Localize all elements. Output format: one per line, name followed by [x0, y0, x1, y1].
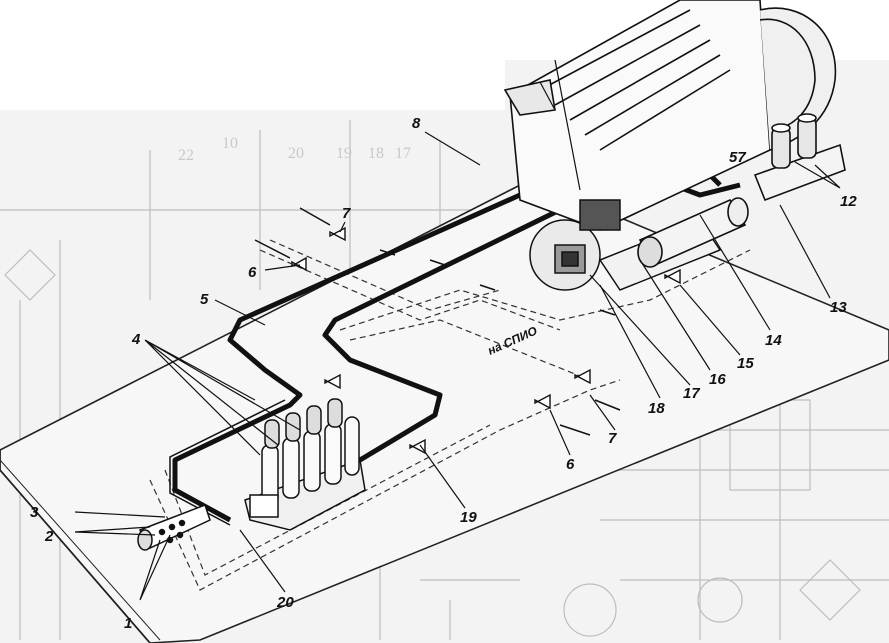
label-19: 19: [460, 509, 477, 526]
dashed-lines: [149, 239, 751, 591]
valve-6-bottom: [534, 393, 551, 410]
label-13: 13: [830, 299, 847, 316]
ghost-label-18: 18: [368, 145, 384, 162]
ghost-label-17: 17: [395, 145, 411, 162]
ghost-label-19: 19: [336, 145, 352, 162]
label-18: 18: [648, 400, 665, 417]
valve-mid: [324, 373, 341, 390]
label-6-top: 6: [248, 264, 257, 281]
label-20: 20: [276, 594, 294, 611]
ghost-label-20: 20: [288, 145, 304, 162]
label-6-bottom: 6: [566, 456, 575, 473]
valve-15: [664, 268, 681, 285]
label-7-top: 7: [342, 205, 351, 222]
valve-7-top: [329, 226, 346, 242]
flow-arrows: [254, 207, 621, 436]
label-4: 4: [131, 331, 141, 348]
label-5: 5: [200, 291, 209, 308]
distribution-manifold: [137, 504, 211, 551]
ghost-label-10: 10: [222, 135, 238, 152]
air-receiver-cylinder: [637, 197, 749, 268]
filter-unit: [753, 113, 846, 202]
label-17: 17: [683, 385, 700, 402]
ghost-label-22: 22: [178, 147, 194, 164]
label-16: 16: [709, 371, 726, 388]
valves: [291, 226, 681, 455]
label-15: 15: [737, 355, 754, 372]
label-12: 12: [840, 193, 857, 210]
air-bottle-bank: [244, 398, 366, 531]
label-7-bottom: 7: [608, 430, 617, 447]
label-2: 2: [44, 528, 54, 545]
label-57: 57: [729, 149, 746, 166]
valve-6-top: [291, 256, 307, 272]
label-3: 3: [30, 504, 39, 521]
valve-19: [409, 438, 426, 455]
label-8: 8: [412, 115, 421, 132]
label-14: 14: [765, 332, 782, 349]
compressor-unit: [503, 0, 837, 231]
valve-7-bottom: [574, 368, 591, 385]
label-1: 1: [124, 615, 132, 632]
leader-lines: [74, 59, 841, 601]
